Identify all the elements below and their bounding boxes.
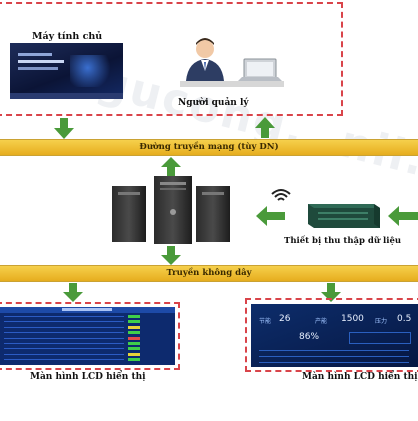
arrow-down-icon [63,283,83,302]
lcd-status-indicator [128,342,140,345]
lcd-row [4,321,124,323]
lcd-row [4,332,124,334]
lcd-status-indicator [128,352,140,356]
arrow-down-icon [54,118,74,139]
lcd-right-percent: 86% [299,332,320,342]
lcd-left-label: Màn hình LCD hiển thị [30,372,146,382]
lcd-row [4,343,124,344]
lcd-left-frame [0,302,180,370]
data-collector-device [308,204,380,228]
manager-illustration [180,38,284,87]
lcd-right-value: 26 [279,314,291,324]
lcd-status-indicator [128,358,140,362]
lcd-status-indicator [128,325,140,329]
arrow-down-icon [321,283,341,302]
lcd-right-unit-label: 压力 [375,318,388,325]
management-zone [0,2,343,116]
lcd-row [4,348,124,350]
lcd-right-unit-label: 节能 [259,318,272,325]
network-line-bar [0,139,418,156]
server-rack-icon [112,176,230,244]
lcd-row [4,353,124,355]
lcd-row [4,316,124,317]
lcd-row [4,337,124,339]
arrow-up-icon [161,157,181,176]
wifi-icon [271,189,291,201]
arrow-left-icon [256,206,285,226]
network-line-label: Đường truyền mạng (tùy DN) [139,142,279,152]
host-computer-screen [10,43,123,99]
lcd-status-indicator [128,347,140,351]
manager-label: Người quản lý [178,98,249,108]
lcd-left-screen [0,307,175,365]
arrow-up-icon [255,117,275,138]
arrow-down-icon [161,246,181,265]
lcd-status-indicator [128,331,140,335]
lcd-right-unit-label: 产能 [315,318,328,325]
lcd-row [4,326,124,328]
lcd-right-screen: 节能 26 产能 1500 压力 0.5 86% [251,304,418,367]
lcd-status-indicator [128,336,140,340]
lcd-right-frame [245,298,418,372]
wireless-label: Truyền không dây [166,268,252,278]
lcd-right-value: 1500 [341,314,364,324]
wireless-bar [0,265,418,282]
host-computer-label: Máy tính chủ [32,31,103,42]
lcd-right-label: Màn hình LCD hiển thị [302,372,418,382]
lcd-right-value: 0.5 [397,314,412,324]
lcd-row [4,359,124,361]
lcd-status-indicator [128,315,140,318]
lcd-status-indicator [128,320,140,324]
data-collector-label: Thiết bị thu thập dữ liệu [284,236,402,246]
arrow-left-icon [388,206,418,226]
